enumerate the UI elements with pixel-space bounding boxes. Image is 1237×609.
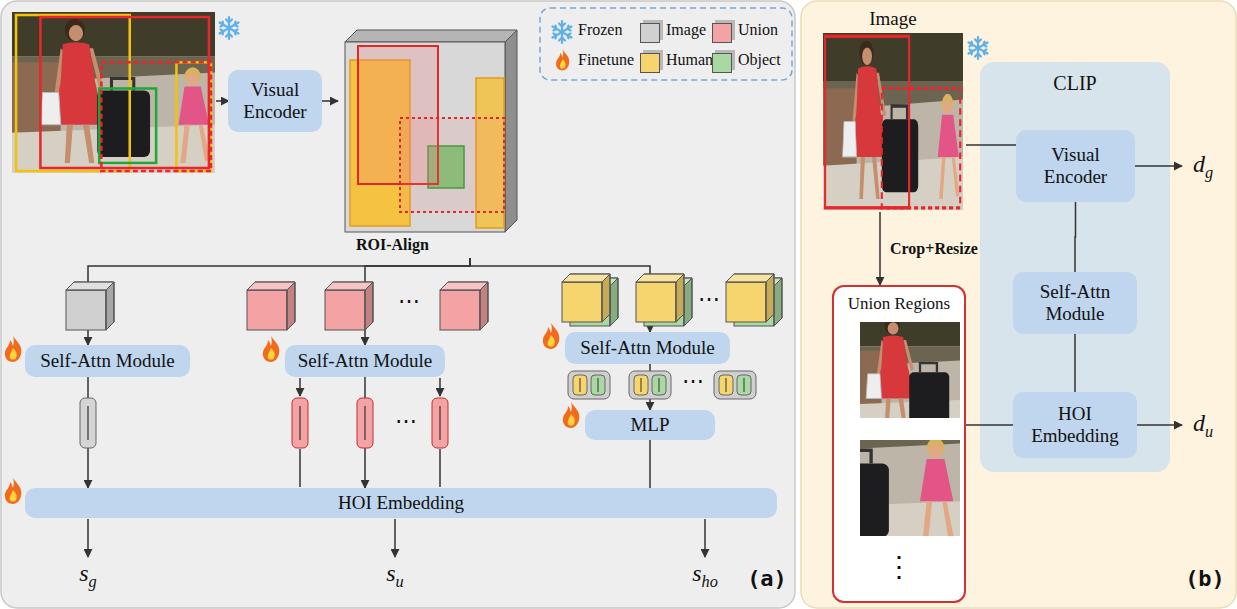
feature-map: ROI-Align — [338, 26, 522, 258]
finetune-icon — [543, 323, 560, 349]
output-symbol: du — [1186, 410, 1220, 442]
subscript: u — [1205, 422, 1213, 441]
ellipsis: ⋯ — [386, 288, 432, 314]
output-symbol: sho — [684, 560, 726, 592]
image-frame: Image — [820, 8, 966, 212]
legend-swatch — [712, 53, 732, 73]
legend-label: Frozen — [578, 21, 622, 39]
box-label: Self-Attn Module — [1017, 281, 1133, 325]
union-feature-cube — [440, 282, 488, 330]
legend-swatch — [640, 53, 660, 73]
finetune-icon — [5, 336, 22, 362]
feature-map-cube — [345, 30, 517, 232]
finetune-icon — [5, 478, 22, 504]
box-title: Union Regions — [834, 294, 964, 314]
connector — [649, 440, 651, 488]
clip-container: CLIP Visual EncoderSelf-Attn ModuleHOI Em… — [980, 62, 1170, 472]
union-feature-cube — [247, 282, 295, 330]
ellipsis: ⋯ — [694, 286, 724, 312]
legend-label: Image — [666, 21, 706, 39]
union-regions-box: Union Regions ⋮ — [832, 285, 966, 603]
image-feature-cube — [66, 282, 114, 330]
box-label: Visual Encoder — [1020, 144, 1131, 188]
image-vector — [80, 398, 96, 448]
box-label: Self-Attn Module — [40, 350, 175, 372]
embedding-box: HOI Embedding — [1013, 392, 1137, 458]
connector — [88, 258, 470, 345]
attention-box: Self-Attn Module — [1013, 272, 1137, 334]
box-label: Self-Attn Module — [580, 337, 715, 359]
frozen-icon — [969, 37, 988, 59]
clip-container-ground — [980, 62, 1170, 472]
panel: (b) ImageCLIP Visual EncoderSelf-Attn Modu… — [800, 0, 1237, 609]
subscript: u — [396, 572, 404, 591]
box-label: MLP — [630, 414, 669, 436]
finetune-icon — [263, 336, 280, 362]
ellipsis: ⋯ — [674, 368, 712, 394]
subscript: ho — [702, 572, 718, 591]
legend-label: Finetune — [578, 51, 634, 69]
encoder-box: Visual Encoder — [228, 70, 322, 132]
subscript: g — [89, 572, 97, 591]
attention-box: Self-Attn Module — [285, 345, 445, 377]
input-photo — [12, 12, 215, 173]
output-symbol: su — [377, 560, 413, 592]
human-feature-cube — [636, 274, 684, 322]
human-feature-cube — [562, 274, 610, 322]
frozen-icon — [220, 17, 239, 39]
connector — [1074, 202, 1076, 272]
attention-box: Self-Attn Module — [25, 345, 190, 377]
image-caption: Image — [820, 8, 966, 30]
embedding-box: HOI Embedding — [25, 488, 777, 518]
connector — [470, 258, 650, 332]
union-feature-cube — [325, 282, 373, 330]
panel-a-ground — [1, 1, 795, 608]
panel-b-ground — [801, 1, 1236, 608]
box-label: HOI Embedding — [338, 492, 464, 514]
encoder-box: Visual Encoder — [1016, 130, 1135, 202]
mlp-box: MLP — [585, 410, 715, 440]
edge-label: Crop+Resize — [888, 240, 980, 258]
roi-label: ROI-Align — [356, 236, 456, 254]
connector — [966, 144, 1016, 146]
output-symbol: dg — [1186, 151, 1220, 183]
box-label: Self-Attn Module — [298, 350, 433, 372]
connector — [322, 100, 338, 102]
output-symbol: sg — [70, 560, 106, 592]
panel-tag: (b) — [1178, 566, 1232, 591]
legend-swatch — [712, 23, 732, 43]
human-feature-cube — [726, 274, 774, 322]
ellipsis: ⋯ — [384, 408, 428, 434]
input-photo — [823, 33, 963, 210]
connector — [1074, 334, 1076, 392]
ellipsis: ⋮ — [834, 550, 964, 583]
union-vector — [432, 398, 448, 448]
pair-vectors — [568, 371, 756, 399]
panel-tag: (a) — [740, 566, 794, 591]
connector — [879, 212, 881, 285]
attention-box: Self-Attn Module — [565, 332, 730, 364]
legend-label: Human — [666, 51, 713, 69]
legend-frame — [540, 8, 792, 80]
legend-label: Object — [738, 51, 781, 69]
container-title: CLIP — [980, 72, 1170, 95]
vector-stubs — [300, 378, 440, 487]
union-vector — [357, 398, 373, 448]
box-label: Visual Encoder — [232, 79, 318, 123]
legend-label: Union — [738, 21, 778, 39]
connector — [966, 424, 1013, 426]
union-vector — [292, 398, 308, 448]
finetune-icon — [563, 402, 580, 428]
frozen-icon — [553, 21, 572, 43]
legend-swatch — [640, 23, 660, 43]
box-label: HOI Embedding — [1017, 403, 1133, 447]
finetune-icon — [556, 50, 569, 71]
subscript: g — [1205, 163, 1213, 182]
